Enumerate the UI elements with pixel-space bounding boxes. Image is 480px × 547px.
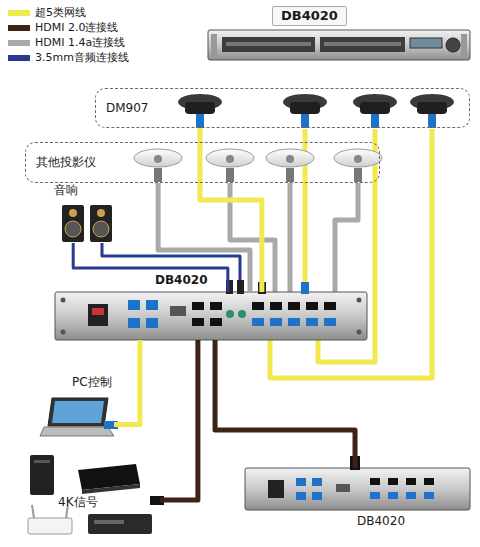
cable-bundle [102, 129, 432, 378]
rack-device: DB4020 [208, 30, 470, 60]
legend-swatch [8, 55, 30, 61]
node-label: DB4020 [357, 514, 405, 528]
legend-text: HDMI 2.0连接线 [35, 20, 118, 35]
node-label: 音响 [54, 183, 78, 197]
speaker-symbol [62, 205, 112, 242]
node-label: DB4020 [155, 273, 208, 287]
projector-dark [178, 94, 454, 128]
cable [73, 243, 228, 292]
rack-device-graphic [55, 280, 367, 340]
projector-white [134, 149, 382, 182]
speaker-group: 音响 [60, 205, 115, 243]
source-devices [28, 455, 164, 534]
rack-device: DB4020 [245, 468, 470, 510]
legend-swatch [8, 10, 30, 16]
node-label: 其他投影仪 [36, 155, 96, 169]
laptop-symbol [40, 398, 118, 436]
laptop-device: PC控制 [42, 395, 114, 437]
legend-swatch [8, 25, 30, 31]
legend-text: HDMI 1.4a连接线 [35, 35, 125, 50]
cable [160, 340, 198, 500]
cable [114, 340, 140, 424]
node-label: DB4020 [272, 6, 347, 26]
legend-item: HDMI 2.0连接线 [8, 20, 129, 35]
device-group: 其他投影仪 [25, 142, 380, 183]
legend-text: 3.5mm音频连接线 [35, 50, 129, 65]
legend-swatch [8, 40, 30, 46]
source-group: 4K信号 [25, 455, 160, 540]
device-group: DM907 [95, 88, 470, 128]
rack-device-graphic [208, 30, 470, 60]
node-label: DM907 [106, 101, 149, 115]
legend-item: 3.5mm音频连接线 [8, 50, 129, 65]
cable [215, 340, 355, 468]
legend-item: 超5类网线 [8, 5, 129, 20]
legend: 超5类网线HDMI 2.0连接线HDMI 1.4a连接线3.5mm音频连接线 [8, 5, 129, 65]
rack-device: DB4020 [55, 292, 367, 340]
legend-item: HDMI 1.4a连接线 [8, 35, 129, 50]
node-label: 4K信号 [58, 495, 98, 509]
legend-text: 超5类网线 [35, 5, 86, 20]
node-label: PC控制 [72, 375, 112, 389]
